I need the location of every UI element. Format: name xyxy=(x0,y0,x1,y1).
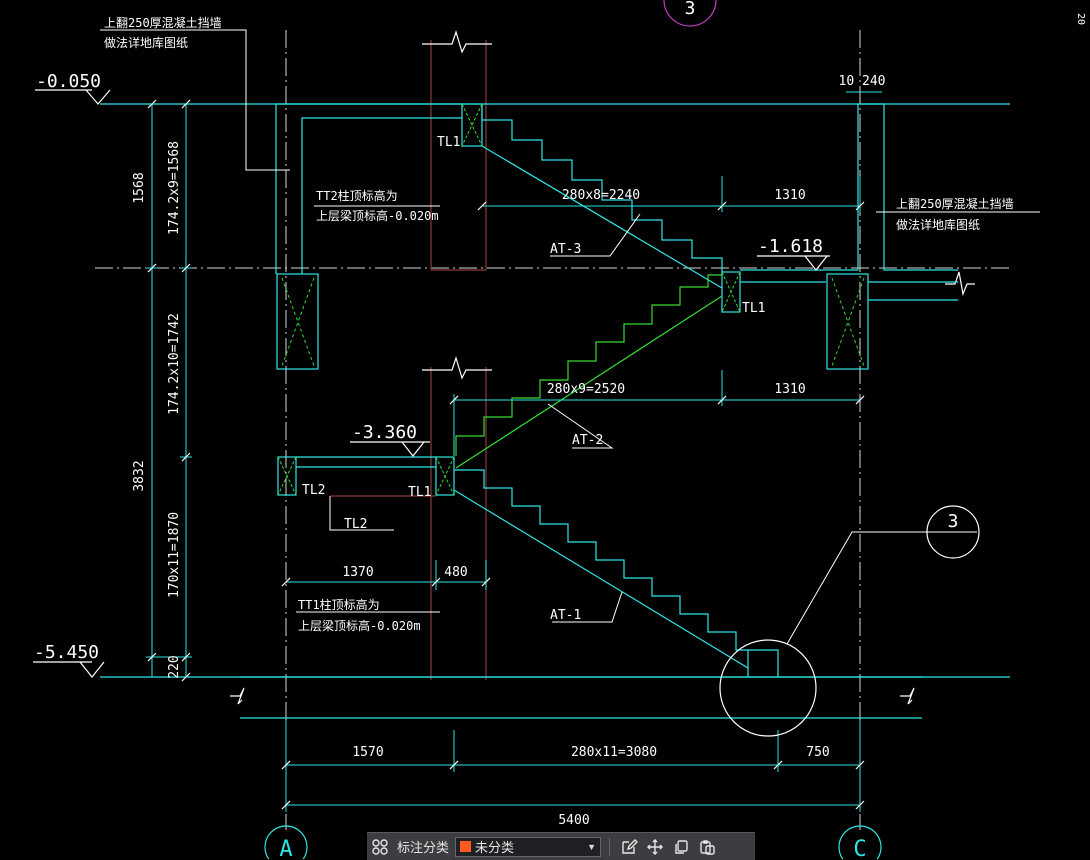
dim-h-1310-mid: 1310 xyxy=(774,382,805,397)
leader-lines xyxy=(100,29,1040,645)
vertical-dimensions xyxy=(146,103,192,678)
structure-lines xyxy=(100,103,1010,719)
move-icon[interactable] xyxy=(642,834,668,860)
column-outlines xyxy=(330,40,487,680)
dim-v-174x10: 174.2x10=1742 xyxy=(167,313,182,415)
label-at1: AT-1 xyxy=(550,608,581,623)
axis-a-label: A xyxy=(279,837,292,859)
stair-at3-steps xyxy=(481,104,723,272)
dim-h-280x9: 280x9=2520 xyxy=(547,382,625,397)
elevation-marks xyxy=(33,89,830,678)
vertical-dimension-ticks xyxy=(147,99,191,682)
note-tt1-2: 上层梁顶标高-0.020m xyxy=(298,618,421,633)
note-tt2-2: 上层梁顶标高-0.020m xyxy=(316,208,439,223)
category-color-swatch xyxy=(460,841,472,852)
detail-ref-label: 3 xyxy=(948,511,959,532)
dim-h-750: 750 xyxy=(806,745,829,760)
label-tl1-mid: TL1 xyxy=(742,301,765,316)
dim-h-280x11: 280x11=3080 xyxy=(571,745,657,760)
edit-icon[interactable] xyxy=(616,834,642,860)
axis-bubble-top-label: 3 xyxy=(685,0,696,19)
axis-bubble-top: 3 xyxy=(663,0,717,27)
annotation-toolbar: 标注分类 未分类 ▼ xyxy=(367,832,755,860)
toolbar-divider xyxy=(609,837,611,856)
detail-bubble-3[interactable]: 3 xyxy=(926,505,980,559)
category-value: 未分类 xyxy=(475,840,515,855)
dim-v-174x9: 174.2x9=1568 xyxy=(167,141,182,235)
note-wall-right-1: 上翻250厚混凝土挡墙 xyxy=(896,196,1014,211)
category-label: 标注分类 xyxy=(397,840,450,855)
chevron-down-icon: ▼ xyxy=(587,841,597,852)
dim-h-1570: 1570 xyxy=(352,745,383,760)
dim-h-1310-top: 1310 xyxy=(774,188,805,203)
dim-v-220: 220 xyxy=(167,655,182,678)
elevation-bottom: -5.450 xyxy=(34,642,99,663)
horizontal-dimension-ticks xyxy=(281,201,865,810)
axis-bubble-a: A xyxy=(264,825,308,859)
dim-h-480: 480 xyxy=(444,565,467,580)
axis-c-label: C xyxy=(853,837,866,859)
grid-icon[interactable] xyxy=(367,834,393,860)
dim-h-10-240: 10 240 xyxy=(839,74,886,89)
dim-h-5400: 5400 xyxy=(558,813,589,828)
dim-h-1370: 1370 xyxy=(342,565,373,580)
dim-v-170x11: 170x11=1870 xyxy=(167,512,182,598)
horizontal-dimensions xyxy=(285,91,882,812)
note-wall-left-1: 上翻250厚混凝土挡墙 xyxy=(104,15,222,30)
edge-number: 20 xyxy=(1075,13,1086,25)
stair-at1-steps xyxy=(454,469,779,677)
dim-h-280x8: 280x8=2240 xyxy=(562,188,640,203)
label-at3: AT-3 xyxy=(550,242,581,257)
axis-bubble-c: C xyxy=(838,825,882,859)
stair-at2-steps xyxy=(455,274,723,469)
copy-icon[interactable] xyxy=(668,834,694,860)
label-tl2-a: TL2 xyxy=(302,483,325,498)
elevation-mid: -1.618 xyxy=(758,236,823,257)
label-at2: AT-2 xyxy=(572,433,603,448)
note-wall-left-2: 做法详地库图纸 xyxy=(104,35,188,50)
detail-zone-circle xyxy=(719,639,817,737)
label-tl2-b: TL2 xyxy=(344,517,367,532)
note-wall-right-2: 做法详地库图纸 xyxy=(896,217,980,232)
note-tt2-1: TT2柱顶标高为 xyxy=(316,188,398,203)
elevation-landing: -3.360 xyxy=(352,422,417,443)
dim-v-1568: 1568 xyxy=(132,172,147,203)
category-dropdown[interactable]: 未分类 ▼ xyxy=(455,836,602,857)
label-tl1-top: TL1 xyxy=(437,135,460,150)
note-tt1-1: TT1柱顶标高为 xyxy=(298,597,380,612)
dim-v-3832: 3832 xyxy=(132,460,147,491)
beam-sections xyxy=(276,103,869,496)
break-symbols xyxy=(230,30,975,705)
paste-icon[interactable] xyxy=(694,834,720,860)
elevation-top: -0.050 xyxy=(36,71,101,92)
label-tl1-landing: TL1 xyxy=(408,485,431,500)
